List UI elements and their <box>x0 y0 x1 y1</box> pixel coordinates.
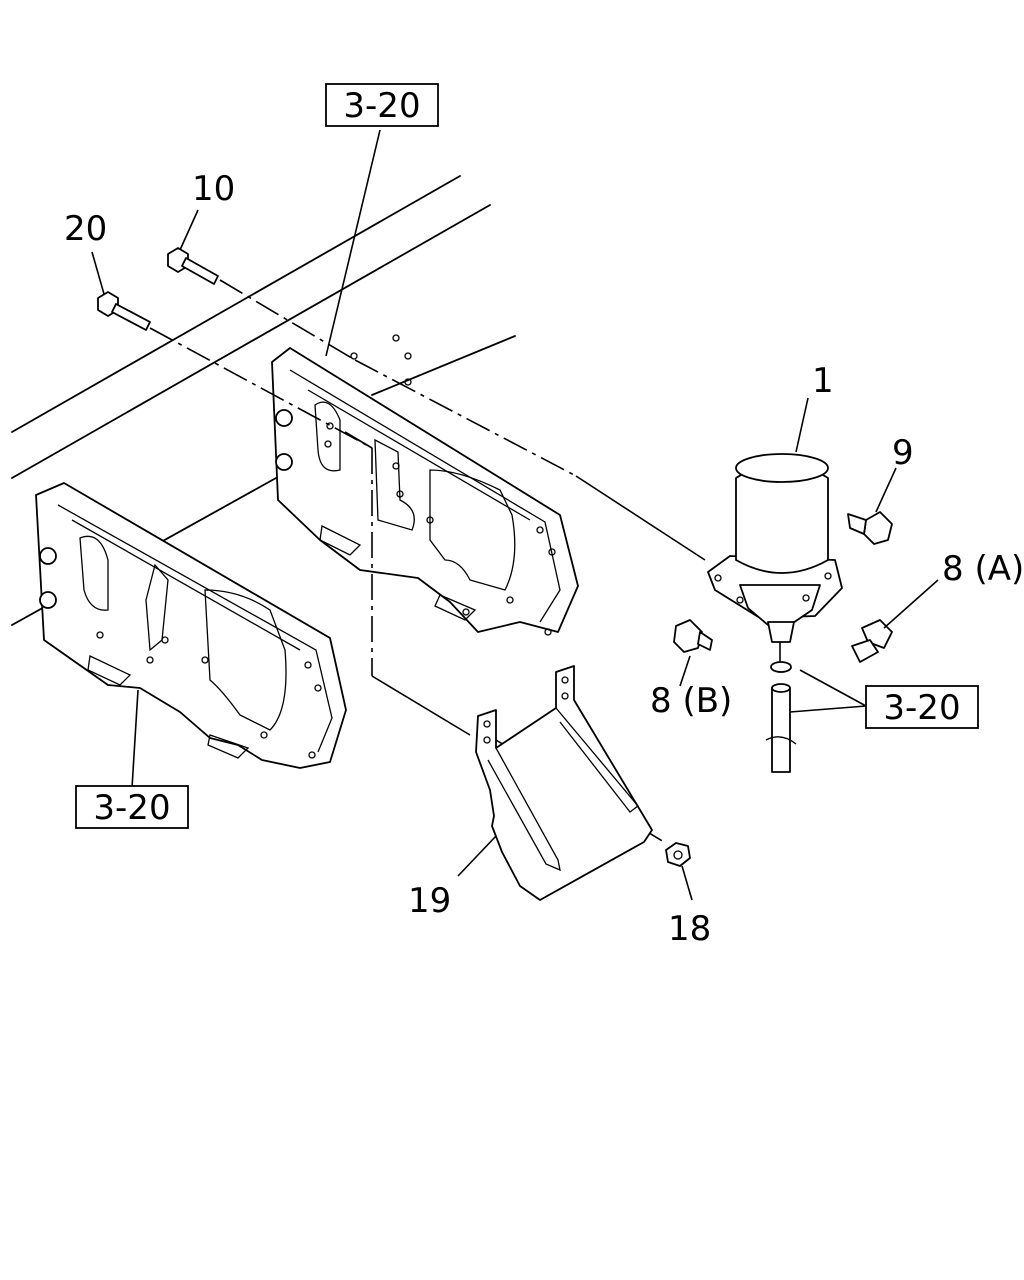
callout-8a: 8 (A) <box>942 549 1024 589</box>
callout-19: 19 <box>408 881 451 921</box>
callout-9: 9 <box>892 433 914 473</box>
reference-box-right: 3-20 <box>865 685 979 729</box>
fitting-8b <box>673 619 713 653</box>
reference-box-top: 3-20 <box>325 83 439 127</box>
callout-8b: 8 (B) <box>650 681 732 721</box>
fitting-9 <box>847 511 893 545</box>
callout-20: 20 <box>64 209 107 249</box>
fitting-8a <box>851 619 893 663</box>
reference-label-left: 3-20 <box>93 788 170 828</box>
crossmember-bracket-rear <box>271 334 579 636</box>
crossmember-bracket-front <box>35 482 347 769</box>
callout-18: 18 <box>668 909 711 949</box>
reference-label-right: 3-20 <box>883 688 960 728</box>
callout-1: 1 <box>812 361 834 401</box>
leader-lines <box>91 129 939 901</box>
nut-18 <box>665 842 691 867</box>
air-dryer <box>707 453 843 643</box>
link-lines <box>344 431 706 736</box>
reference-box-left: 3-20 <box>75 785 189 829</box>
bolt-20 <box>97 291 151 331</box>
bolt-10 <box>167 247 219 285</box>
callout-10: 10 <box>192 169 235 209</box>
reference-label-top: 3-20 <box>343 86 420 126</box>
drain-pipe <box>765 661 797 773</box>
bracket-19 <box>475 665 653 901</box>
